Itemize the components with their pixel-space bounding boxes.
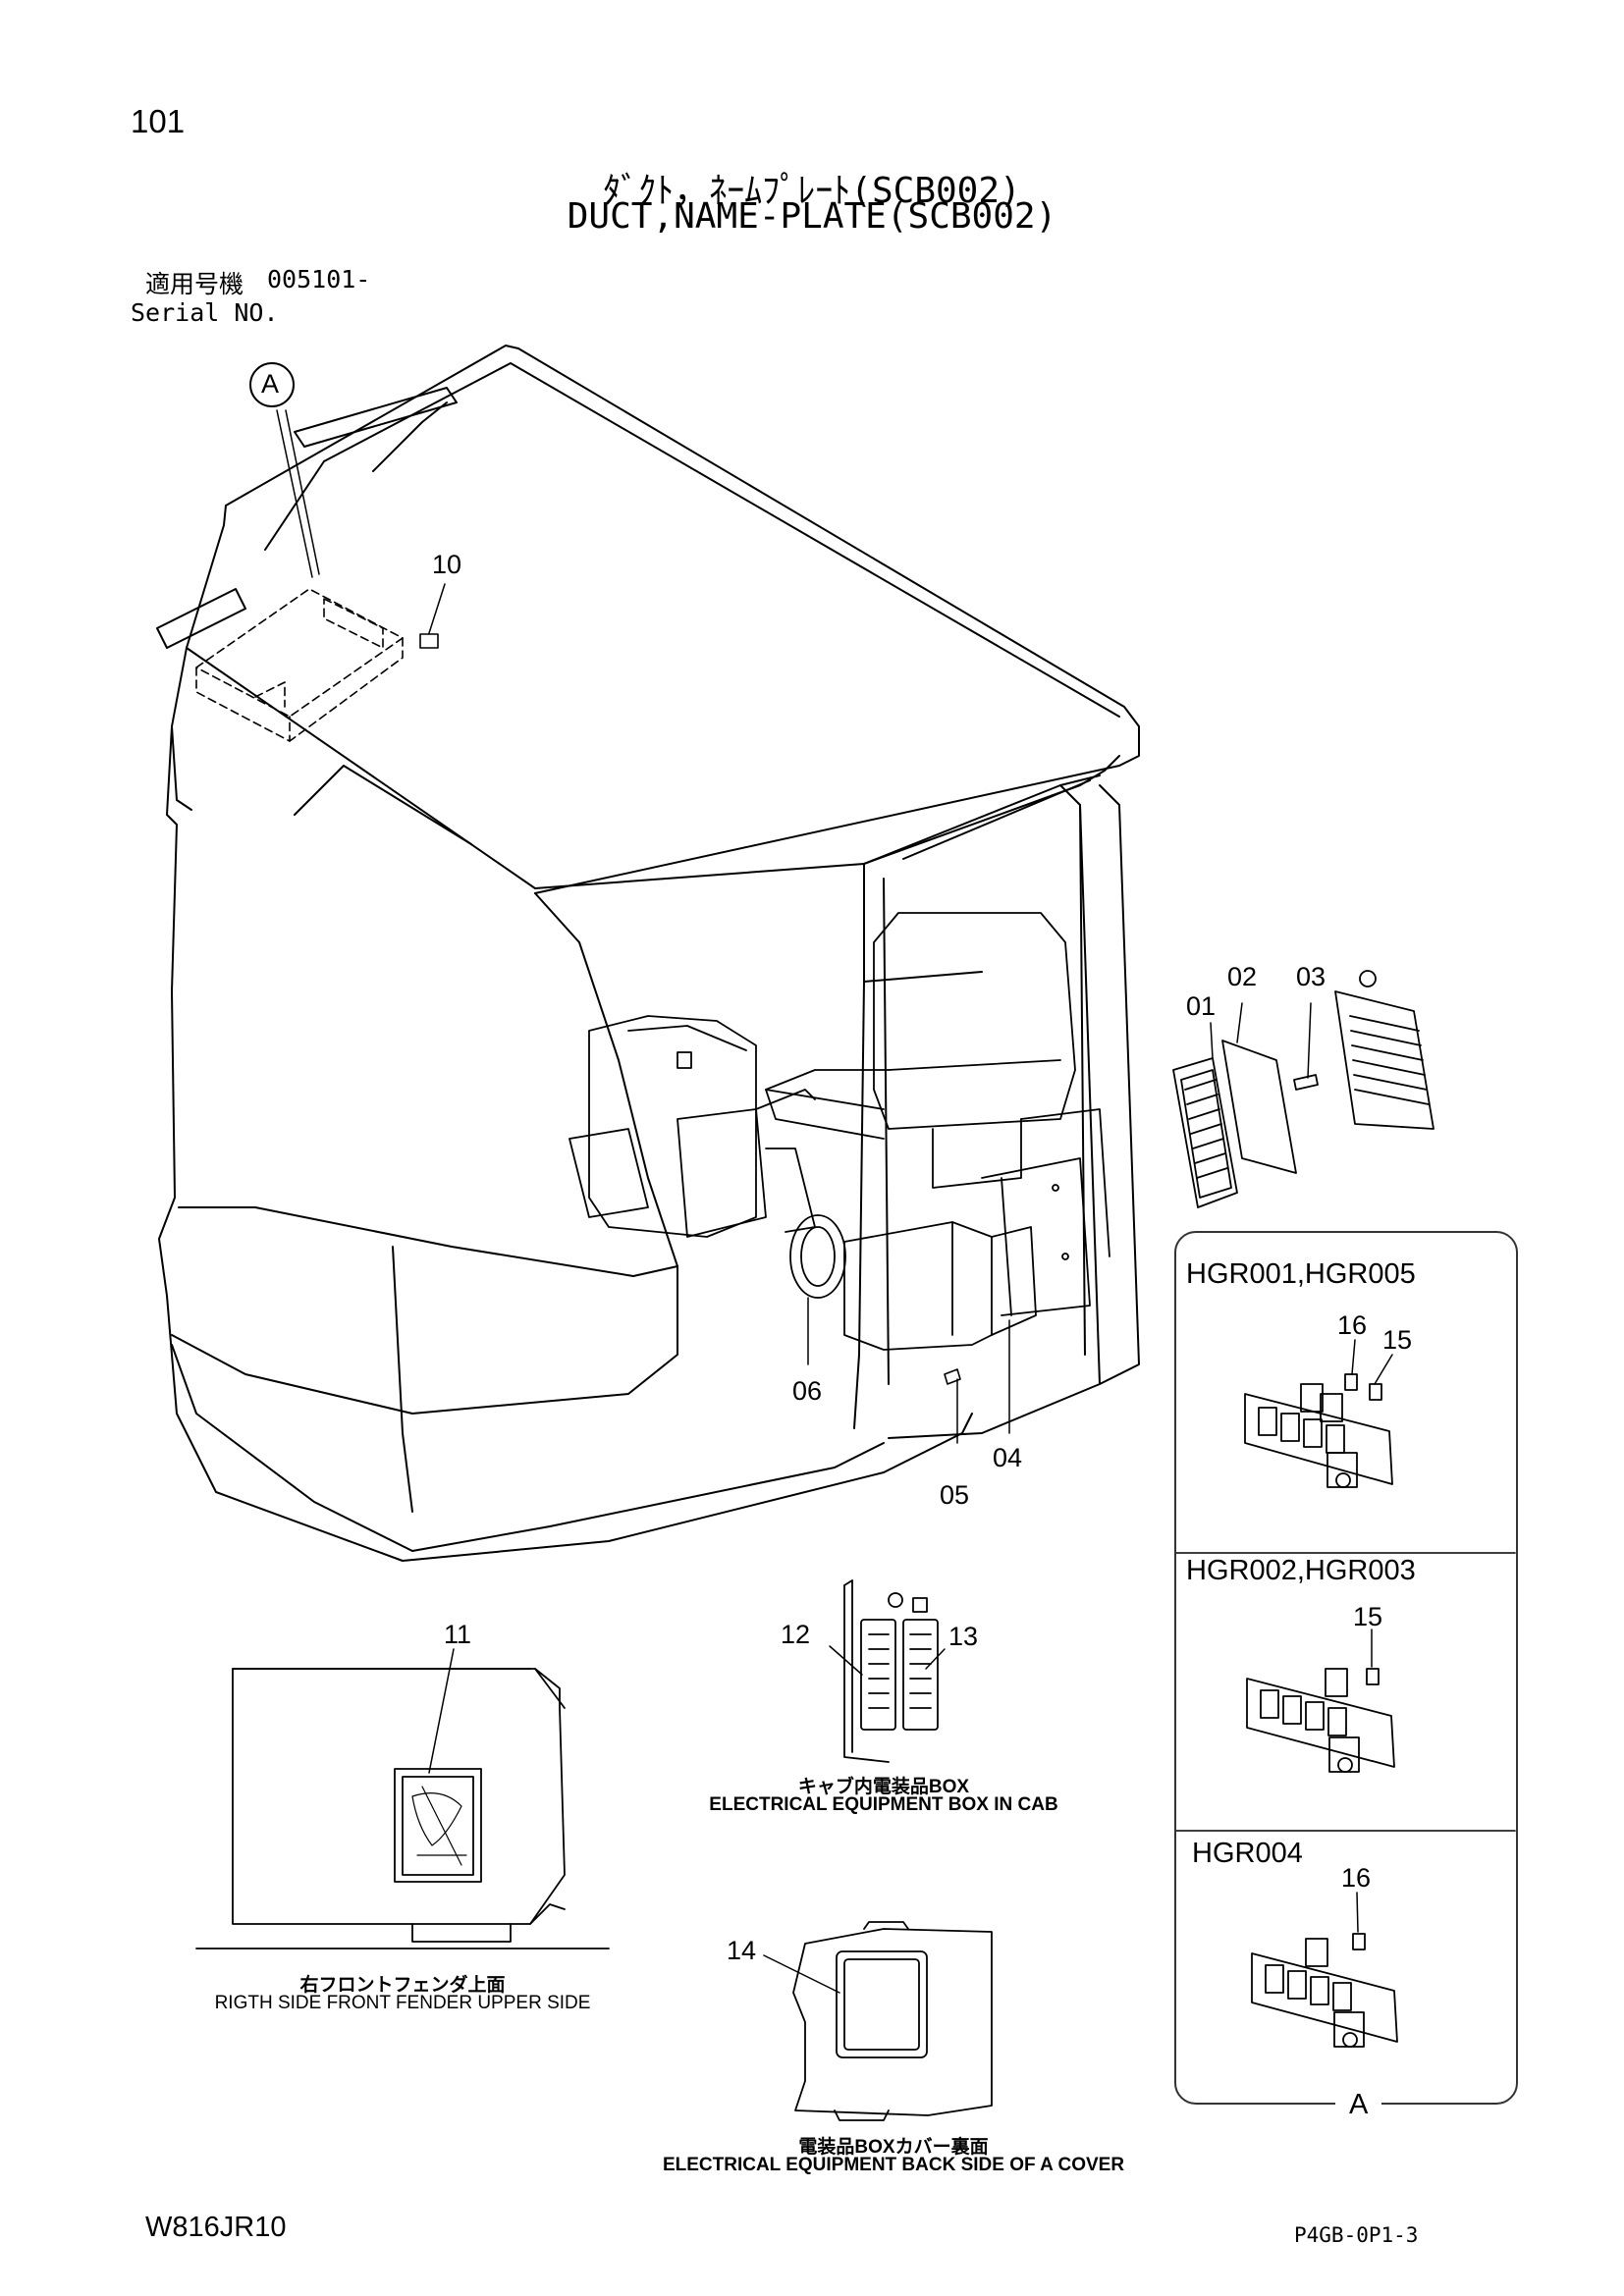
variant-2-name: HGR002,HGR003 <box>1186 1555 1416 1586</box>
drawing-number: W816JR10 <box>145 2212 287 2243</box>
switch-panel-3 <box>1251 1933 1398 2048</box>
detail-panel-label: A <box>1335 2089 1382 2121</box>
callout-11: 11 <box>444 1620 472 1649</box>
title-japanese: ﾀﾞｸﾄ，ﾈｰﾑﾌﾟﾚｰﾄ(SCB002) <box>603 171 1021 211</box>
cover-caption-jp: 電装品BOXカバー裏面 <box>798 2137 989 2158</box>
detail-panel <box>1174 1231 1518 2105</box>
ac-unit <box>568 1015 846 1299</box>
page-code: P4GB-0P1-3 <box>1294 2223 1419 2247</box>
cab-outline <box>156 345 1140 1562</box>
vent-parts <box>1172 970 1435 1208</box>
callout-01: 01 <box>1186 991 1217 1021</box>
switch-panel-1 <box>1244 1373 1393 1488</box>
serial-value: 005101- <box>267 265 371 294</box>
page-number: 101 <box>131 103 186 139</box>
nameplate-10 <box>419 633 439 649</box>
switch-panel-2 <box>1246 1668 1395 1773</box>
cover-view <box>792 1921 993 2121</box>
ebox-caption-jp: キャブ内電装品BOX <box>797 1777 970 1797</box>
callout-14: 14 <box>727 1936 757 1965</box>
variant-3-part-a: 16 <box>1341 1863 1372 1893</box>
variant-1-part-b: 15 <box>1382 1325 1413 1355</box>
title-english: DUCT,NAME-PLATE(SCB002) <box>567 196 1057 237</box>
seat <box>765 912 1110 1257</box>
callout-02: 02 <box>1227 962 1258 991</box>
callout-13: 13 <box>948 1622 979 1651</box>
fender-caption-en: RIGTH SIDE FRONT FENDER UPPER SIDE <box>214 1993 591 2013</box>
callout-03: 03 <box>1296 962 1326 991</box>
callout-12: 12 <box>781 1620 811 1649</box>
serial-label-en: Serial NO. <box>131 298 279 327</box>
callout-04: 04 <box>993 1443 1023 1472</box>
detail-marker-a: A <box>261 369 280 399</box>
ebox-in-cab <box>843 1157 1091 1351</box>
overhead-box <box>195 588 404 742</box>
variant-1-name: HGR001,HGR005 <box>1186 1258 1416 1290</box>
ebox-caption-en: ELECTRICAL EQUIPMENT BOX IN CAB <box>709 1794 1058 1815</box>
variant-3-name: HGR004 <box>1192 1838 1303 1869</box>
callout-06: 06 <box>792 1376 823 1406</box>
callout-05: 05 <box>940 1480 970 1510</box>
fender-caption-jp: 右フロントフェンダ上面 <box>299 1975 506 1996</box>
cover-caption-en: ELECTRICAL EQUIPMENT BACK SIDE OF A COVE… <box>662 2155 1125 2175</box>
serial-label-jp: 適用号機 <box>145 270 244 298</box>
variant-1-part-a: 16 <box>1337 1310 1368 1340</box>
callout-10: 10 <box>432 550 462 579</box>
fender-view <box>195 1668 610 1949</box>
variant-2-part-a: 15 <box>1353 1602 1383 1631</box>
